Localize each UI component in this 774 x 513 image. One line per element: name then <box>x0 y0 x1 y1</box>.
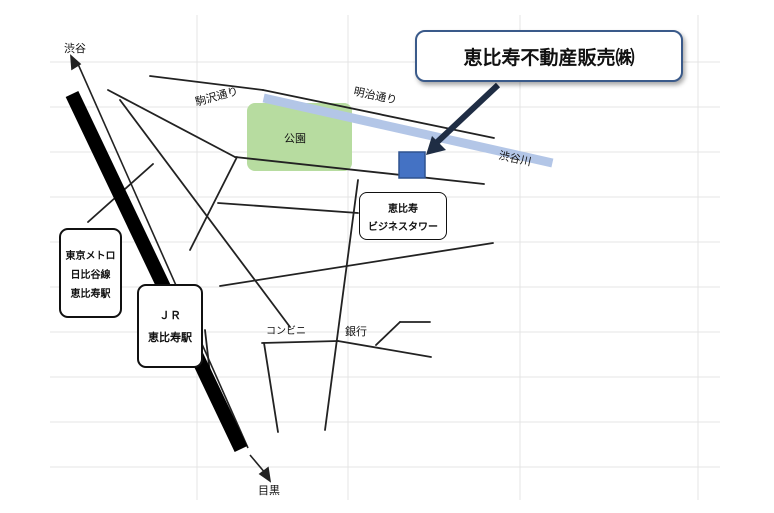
arrow-up-left-icon <box>70 54 82 71</box>
road-meiji <box>262 89 495 139</box>
park-area <box>247 103 352 171</box>
road-under-park <box>234 156 485 185</box>
road-vertical-west <box>189 156 238 251</box>
jr-railway <box>65 90 248 453</box>
label-meguro: 目黒 <box>258 484 280 497</box>
road-lower <box>219 242 494 287</box>
road-middle <box>217 202 359 214</box>
direction-arrows <box>70 54 272 483</box>
road-long-diagonal <box>119 99 291 328</box>
metro-line3: 恵比寿駅 <box>70 288 111 300</box>
metro-line1: 東京メトロ <box>65 250 116 262</box>
label-park: 公園 <box>284 132 306 145</box>
roads <box>87 75 495 433</box>
company-name: 恵比寿不動産販売㈱ <box>463 46 635 69</box>
company-callout: 恵比寿不動産販売㈱ <box>415 30 683 82</box>
road-convenience-south <box>263 342 279 433</box>
road-convenience <box>261 340 339 344</box>
label-bank: 銀行 <box>345 325 367 338</box>
office-marker[interactable] <box>398 151 426 179</box>
jr-station-box: ＪＲ 恵比寿駅 <box>137 284 203 368</box>
label-convenience-store: コンビニ <box>266 326 306 337</box>
callout-arrow <box>426 82 501 155</box>
road-north-east <box>107 89 236 158</box>
road-bank-branch <box>375 321 401 346</box>
jr-line1: ＪＲ <box>159 309 181 322</box>
shibuya-river-line <box>262 93 554 168</box>
tower-line2: ビジネスタワー <box>368 221 438 233</box>
road-bank-east <box>337 340 432 358</box>
jr-line2: 恵比寿駅 <box>148 331 192 344</box>
arrow-down-right-icon <box>258 466 272 483</box>
road-vertical-main <box>324 179 359 431</box>
business-tower-box: 恵比寿 ビジネスタワー <box>359 192 447 240</box>
metro-station-box: 東京メトロ 日比谷線 恵比寿駅 <box>59 228 122 318</box>
tower-line1: 恵比寿 <box>388 203 418 215</box>
road-komazawa <box>149 75 264 91</box>
label-shibuya: 渋谷 <box>64 42 86 55</box>
metro-line2: 日比谷線 <box>70 269 111 281</box>
